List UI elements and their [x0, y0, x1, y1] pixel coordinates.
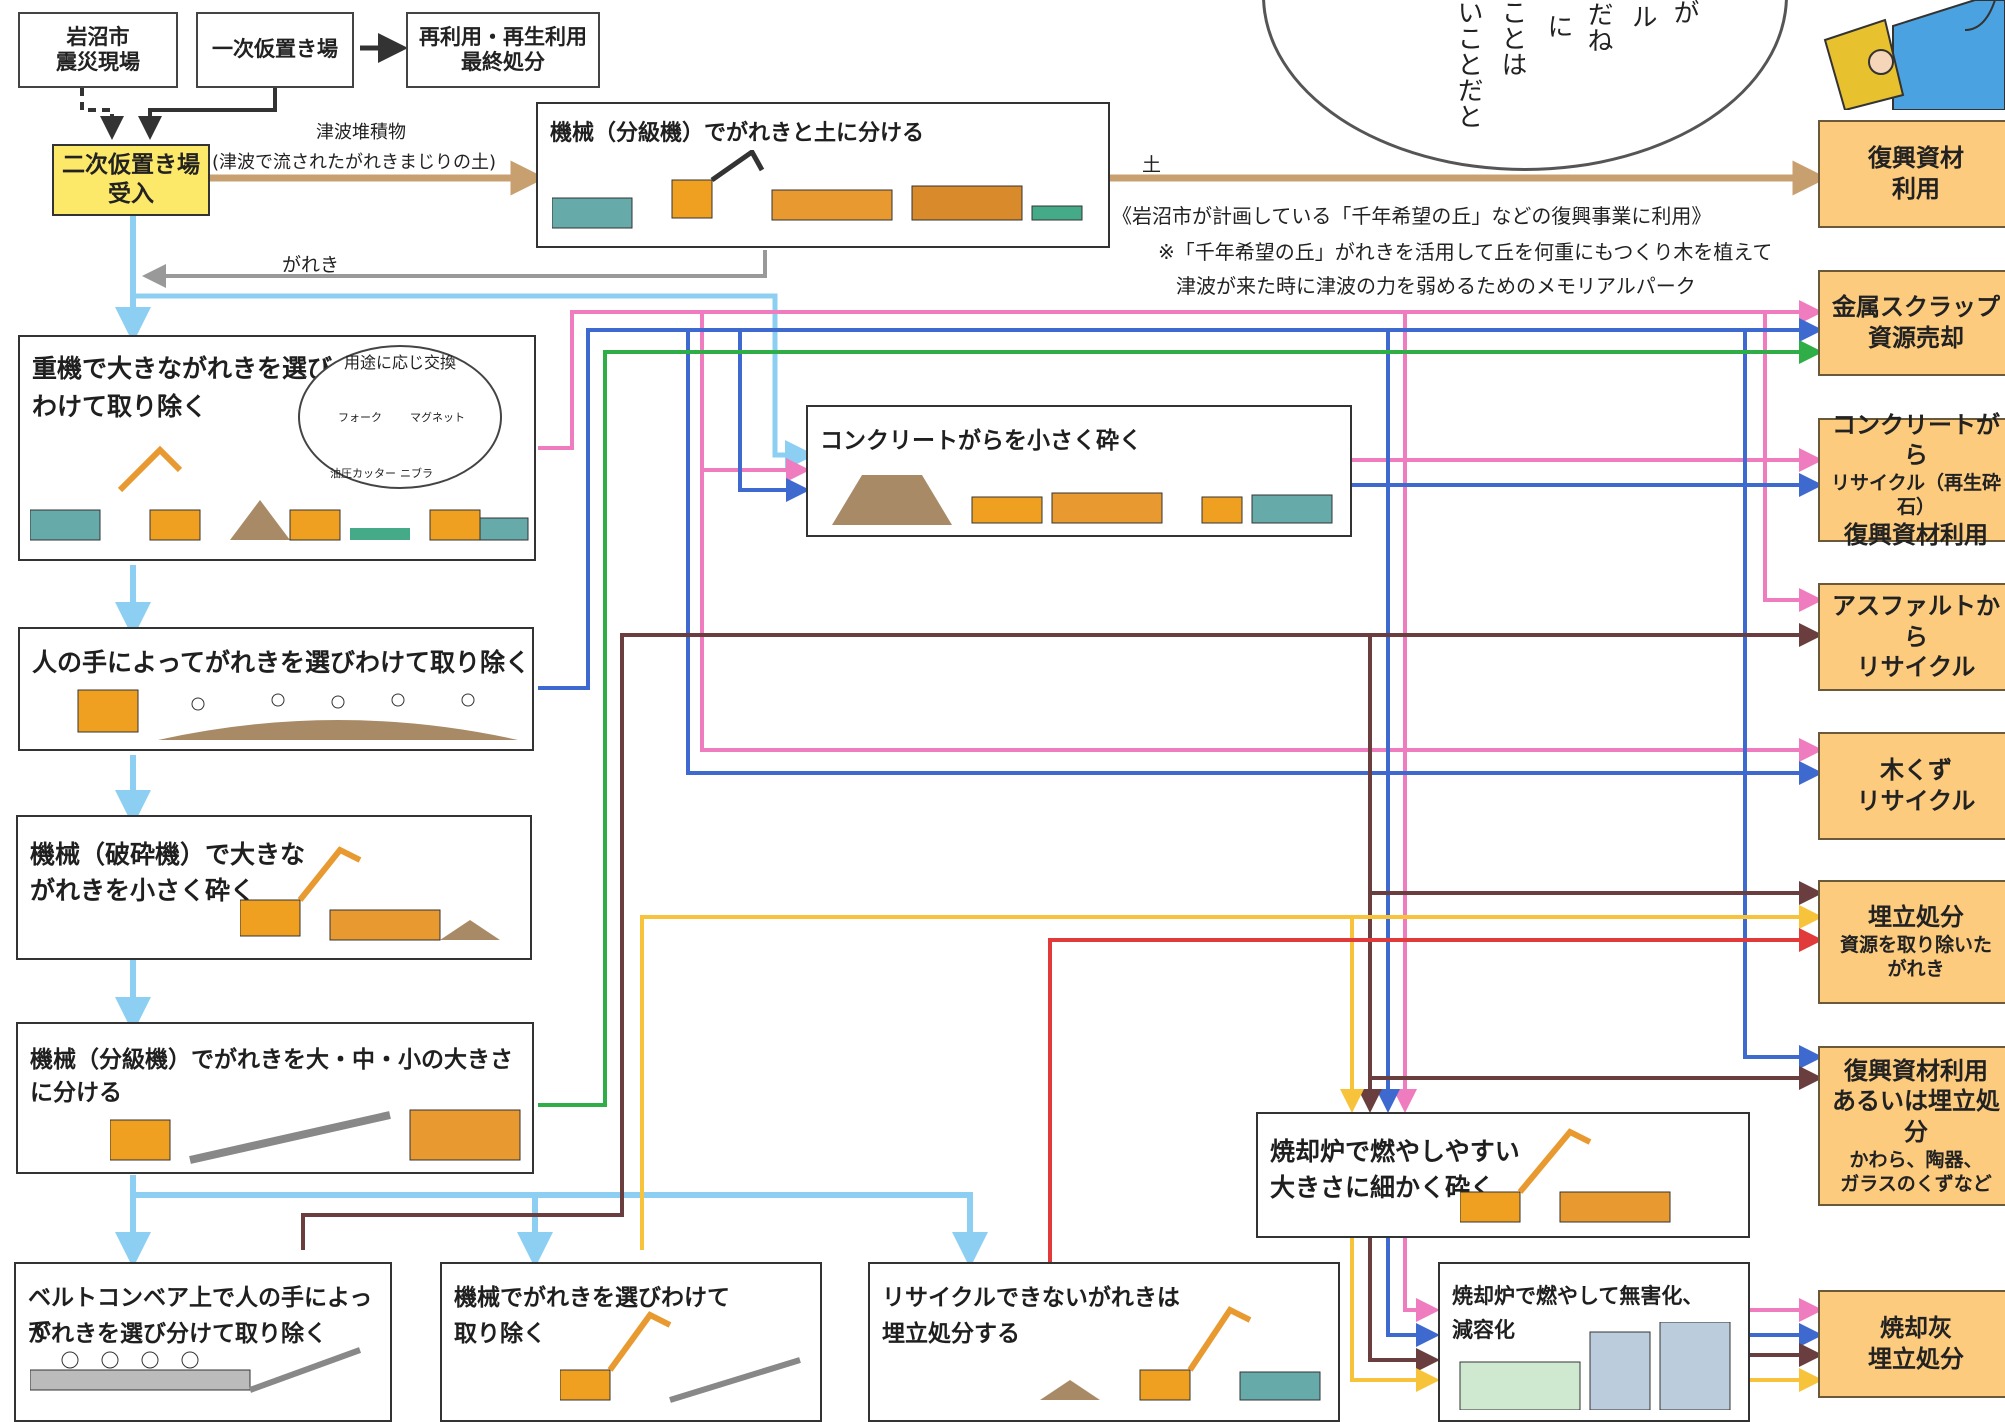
step-crusher-line-2: がれきを小さく砕く	[30, 876, 256, 905]
step-concrete-text: コンクリートがらを小さく砕く	[820, 428, 1142, 454]
tool-cutter: 油圧カッター	[330, 467, 396, 480]
step-belt-conveyor: ベルトコンベア上で人の手によって がれきを選び分けて取り除く	[14, 1262, 392, 1422]
output-ash-2: 埋立処分	[1868, 1345, 1964, 1373]
output-landfill-3: がれき	[1887, 958, 1945, 981]
site-place: 震災現場	[56, 50, 140, 74]
output-ash: 焼却灰 埋立処分	[1818, 1290, 2005, 1398]
site-name: 岩沼市	[66, 24, 130, 49]
reader-illustration-icon	[1823, 0, 2005, 110]
output-reconstruction-2: 利用	[1892, 175, 1940, 203]
step-belt-line-2: がれきを選び分けて取り除く	[28, 1321, 327, 1347]
step-hand-text: 人の手によってがれきを選びわけて取り除く	[32, 648, 531, 677]
incinerate-crush-icon	[1460, 1128, 1671, 1223]
machinery-illustration-icon	[552, 150, 1083, 229]
step-incinerate-line-2: 大きさに細かく砕く	[1270, 1173, 1496, 1202]
sen-nen-label: 《岩沼市が計画している「千年希望の丘」などの復興事業に利用》	[1112, 204, 1712, 228]
concrete-crush-icon	[832, 475, 1333, 525]
hand-sort-icon	[77, 689, 518, 740]
crusher-icon	[240, 846, 500, 941]
step-heavy-line-1: 重機で大きながれきを選び	[32, 354, 333, 383]
speech-col-4: に	[1543, 13, 1573, 39]
output-asphalt-2: リサイクル	[1856, 653, 1976, 682]
tool-exchange-title: 用途に応じ交換	[343, 353, 456, 372]
top-box-reuse: 再利用・再生利用 最終処分	[406, 12, 600, 88]
step-belt-line-1: ベルトコンベア上で人の手によって	[28, 1285, 373, 1344]
step-sort-size-text: 機械（分級機）でがれきを大・中・小の大きさに分ける	[30, 1047, 513, 1106]
output-mixed-4: ガラスのくずなど	[1840, 1173, 1992, 1196]
speech-col-1: が	[1669, 0, 1699, 25]
gareki-label: がれき	[282, 254, 340, 276]
output-landfill-2: 資源を取り除いた	[1839, 934, 1992, 957]
output-mixed-2: あるいは埋立処分	[1832, 1087, 2000, 1147]
primary-yard-label: 一次仮置き場	[212, 37, 338, 62]
receive-label: 受入	[108, 181, 154, 207]
output-reconstruction: 復興資材 利用	[1818, 120, 2005, 228]
output-landfill-1: 埋立処分	[1868, 903, 1964, 932]
output-wood: 木くず リサイクル	[1818, 732, 2005, 840]
final-disposal-label: 最終処分	[461, 50, 545, 74]
speech-col-3: だね	[1583, 1, 1613, 53]
output-wood-2: リサイクル	[1856, 787, 1976, 815]
speech-col-5: ことは	[1497, 0, 1527, 77]
output-asphalt-1: アスファルトから	[1832, 591, 2000, 651]
output-mixed: 復興資材利用 あるいは埋立処分 かわら、陶器、 ガラスのくずなど	[1818, 1046, 2005, 1206]
tsunami-sediment-label: 津波堆積物	[316, 122, 406, 143]
machine-sort-icon	[560, 1311, 801, 1403]
reuse-label: 再利用・再生利用	[419, 24, 587, 49]
top-box-disaster-site: 岩沼市 震災現場	[18, 12, 178, 88]
sort-size-icon	[110, 1109, 521, 1164]
output-metal: 金属スクラップ 資源売却	[1818, 270, 2005, 376]
belt-conveyor-icon	[30, 1347, 362, 1393]
step-crusher-line-1: 機械（破砕機）で大きな	[30, 840, 306, 869]
step-classify-soil-text: 機械（分級機）でがれきと土に分ける	[550, 121, 925, 146]
step-landfill-line-1: リサイクルできないがれきは	[882, 1285, 1180, 1311]
step-machine-sort-line-1: 機械でがれきを選びわけて	[454, 1285, 730, 1311]
tool-nibbler: ニブラ	[400, 467, 433, 480]
step-burn-line-2: 減容化	[1452, 1318, 1515, 1342]
tool-exchange-bubble: 用途に応じ交換 フォーク マグネット 油圧カッター ニブラ	[298, 345, 502, 489]
speech-col-6: いことだと	[1453, 0, 1483, 129]
tool-fork: フォーク	[338, 411, 382, 424]
output-concrete-2: リサイクル（再生砕石）	[1830, 472, 2002, 519]
output-reconstruction-1: 復興資材	[1868, 144, 1964, 173]
output-mixed-3: かわら、陶器、	[1849, 1148, 1983, 1171]
speech-col-2: ル	[1627, 3, 1657, 29]
tsunami-sediment-paren: (津波で流されたがれきまじりの土)	[212, 152, 497, 173]
step-burn-line-1: 焼却炉で燃やして無害化、	[1452, 1284, 1704, 1308]
note-line-1: ※「千年希望の丘」がれきを活用して丘を何重にもつくり木を植えて	[1158, 240, 1773, 264]
output-landfill: 埋立処分 資源を取り除いた がれき	[1818, 880, 2005, 1004]
step-landfill-line-2: 埋立処分する	[882, 1321, 1020, 1347]
secondary-yard-box: 二次仮置き場 受入	[52, 144, 210, 216]
output-metal-1: 金属スクラップ	[1832, 293, 2000, 322]
secondary-yard-label: 二次仮置き場	[62, 152, 200, 179]
output-asphalt: アスファルトから リサイクル	[1818, 583, 2005, 691]
output-ash-1: 焼却灰	[1880, 1314, 1952, 1343]
step-incinerate-line-1: 焼却炉で燃やしやすい	[1270, 1137, 1520, 1166]
output-concrete: コンクリートがら リサイクル（再生砕石） 復興資材利用	[1818, 411, 2005, 549]
output-concrete-1: コンクリートがら	[1832, 410, 2000, 470]
note-line-2: 津波が来た時に津波の力を弱めるためのメモリアルパーク	[1176, 274, 1696, 298]
incinerator-icon	[1459, 1322, 1731, 1410]
output-mixed-1: 復興資材利用	[1844, 1056, 1988, 1085]
output-metal-2: 資源売却	[1868, 324, 1964, 352]
step-machine-sort-line-2: 取り除く	[454, 1321, 546, 1347]
top-box-primary-yard: 一次仮置き場	[196, 12, 354, 88]
output-concrete-3: 復興資材利用	[1844, 520, 1988, 549]
excavator-row-icon	[30, 445, 529, 541]
landfill-icon	[1040, 1306, 1321, 1401]
tsuchi-label: 土	[1142, 154, 1162, 176]
output-wood-1: 木くず	[1880, 756, 1952, 785]
step-heavy-line-2: わけて取り除く	[32, 392, 208, 421]
tool-magnet: マグネット	[410, 411, 465, 424]
